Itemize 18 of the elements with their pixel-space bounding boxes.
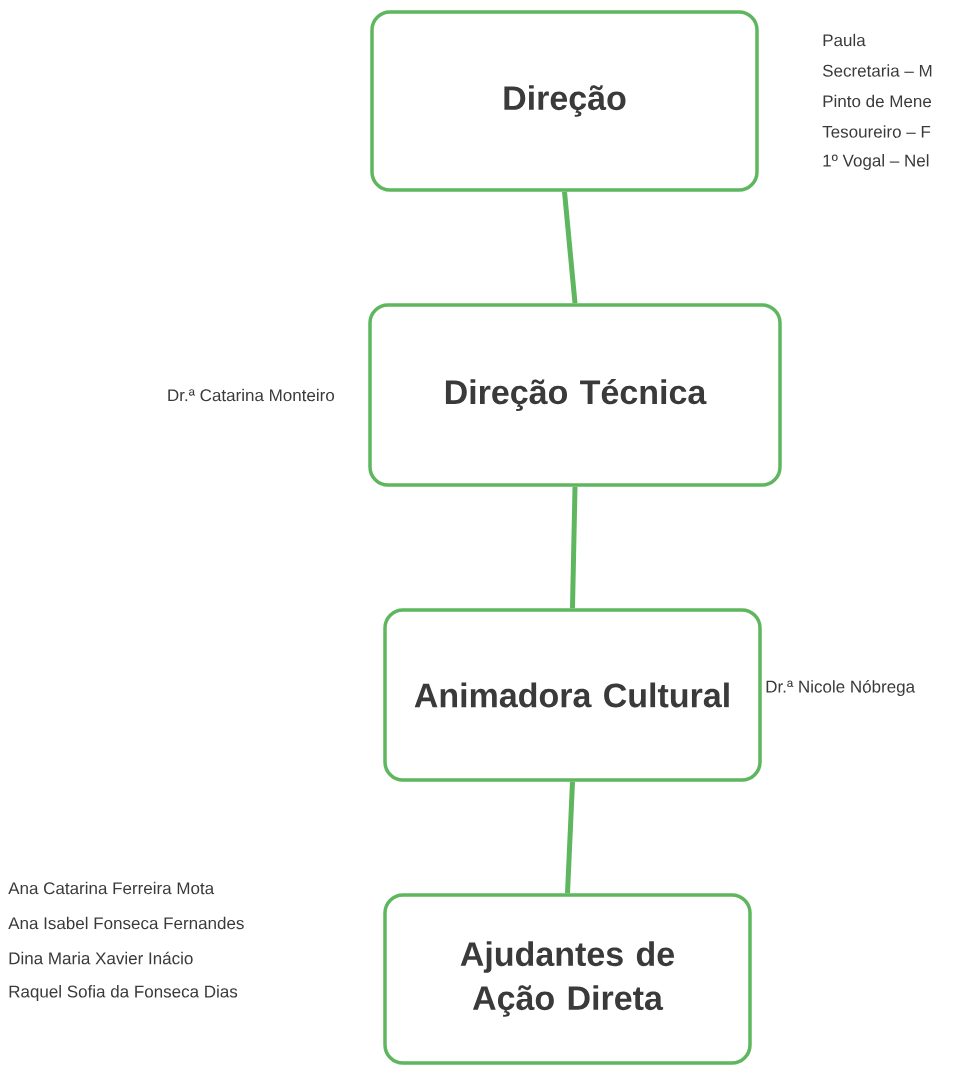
org-box: Animadora Cultural xyxy=(383,608,762,782)
connector-line xyxy=(562,191,578,304)
connector-line xyxy=(565,781,575,894)
person-name: Raquel Sofia da Fonseca Dias xyxy=(9,985,238,1001)
person-name: Secretaria – M xyxy=(822,64,932,77)
person-name: Tesoureiro – F xyxy=(822,125,931,138)
person-name: Paula xyxy=(823,33,866,47)
person-name: Pinto de Mene xyxy=(823,94,932,108)
person-name: Dr.ª Catarina Monteiro xyxy=(168,388,335,402)
person-name: Ana Isabel Fonseca Fernandes xyxy=(8,916,244,930)
person-name: 1º Vogal – Nel xyxy=(823,154,929,170)
person-name: Ana Catarina Ferreira Mota xyxy=(8,881,215,895)
org-box: Ajudantes de Ação Direta xyxy=(383,893,752,1065)
connector-line xyxy=(570,486,578,609)
person-name: Dr.ª Nicole Nóbrega xyxy=(766,680,916,697)
person-name: Dina Maria Xavier Inácio xyxy=(9,951,193,965)
org-box: Direção Técnica xyxy=(368,303,782,487)
org-box: Direção xyxy=(370,10,759,192)
